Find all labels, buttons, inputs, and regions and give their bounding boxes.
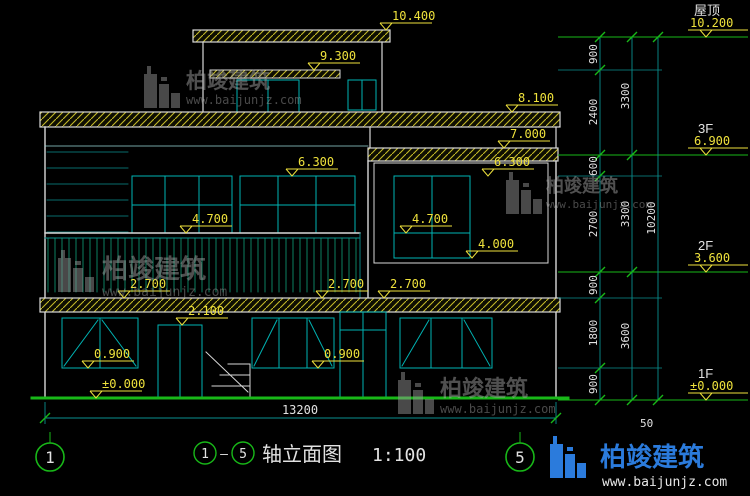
floor-value-roof: 10.200 (690, 16, 733, 30)
title-axis-from: 1 (201, 447, 209, 462)
elev-2700-b: 2.700 (328, 277, 364, 291)
roof-slab (39, 111, 561, 128)
chain-outer-3300a: 3300 (619, 83, 632, 110)
floor-label-2f: 2F (698, 238, 713, 253)
title-dash: — (220, 447, 228, 462)
chain-base-50: 50 (640, 417, 653, 430)
window-1f-left (61, 317, 139, 369)
title-scale: 1:100 (372, 445, 426, 466)
window-2f-middle (239, 175, 356, 234)
window-1f-right (399, 317, 493, 369)
floor-value-3f: 6.900 (694, 134, 730, 148)
title-name: 轴立面图 (262, 443, 342, 466)
watermark-brand: 柏竣建筑 (546, 175, 618, 196)
floor-label-1f: 1F (698, 366, 713, 381)
watermark-logo-icon (398, 372, 434, 414)
axis-bubble-left: 1 (45, 448, 55, 467)
window-2f-right-recess (373, 162, 549, 264)
title-axis-to: 5 (239, 447, 247, 462)
dimension-chain: 900 2400 600 2700 900 1800 900 3300 3300… (558, 31, 748, 430)
dim-13200: 13200 (282, 403, 318, 417)
watermark-brand: 柏竣建筑 (186, 69, 270, 93)
watermark-brand: 柏竣建筑 (440, 376, 528, 401)
elev-0000: ±0.000 (102, 377, 145, 391)
watermark-url: www.baijunjz.com (546, 198, 652, 211)
brand-name: 柏竣建筑 (600, 442, 704, 472)
elev-8100: 8.100 (518, 91, 554, 105)
elev-4700-left: 4.700 (192, 212, 228, 226)
brand-footer: 柏竣建筑 www.baijunjz.com (550, 436, 727, 490)
elev-4000: 4.000 (478, 237, 514, 251)
brand-logo-icon (550, 436, 586, 478)
elev-4700-right: 4.700 (412, 212, 448, 226)
floor-value-1f: ±0.000 (690, 379, 733, 393)
chain-inner-900b: 900 (587, 275, 600, 295)
elev-0900-mid: 0.900 (324, 347, 360, 361)
chain-inner-900c: 900 (587, 374, 600, 394)
watermark-url: www.baijunjz.com (186, 93, 302, 107)
entry-door (157, 324, 203, 398)
chain-inner-600: 600 (587, 156, 600, 176)
chain-outer-3300b: 3300 (619, 201, 632, 228)
elev-7000: 7.000 (510, 127, 546, 141)
elev-6300-right: 6.300 (494, 155, 530, 169)
floor-label-roof: 屋顶 (694, 3, 720, 18)
brand-url: www.baijunjz.com (602, 475, 727, 490)
floor-slab-2f (39, 297, 561, 313)
drawing-title: 1 — 5 轴立面图 1:100 (193, 441, 426, 466)
chain-inner-1800: 1800 (587, 320, 600, 347)
building-elevation (30, 29, 570, 400)
elevation-flags (81, 22, 558, 399)
window-1f-middle (251, 317, 335, 369)
axis-bubble-right: 5 (515, 448, 525, 467)
bottom-dimension: 13200 (39, 402, 562, 424)
watermark-bottom-mid: 柏竣建筑 www.baijunjz.com (398, 372, 556, 416)
elev-9300: 9.300 (320, 49, 356, 63)
watermark-url: www.baijunjz.com (440, 402, 556, 416)
balcony-railing (44, 232, 361, 299)
chain-inner-2700: 2700 (587, 211, 600, 238)
chain-outer-3600: 3600 (619, 323, 632, 350)
elevation-values: 10.400 9.300 8.100 7.000 6.300 6.300 4.7… (94, 9, 554, 391)
axis-bubbles: 1 5 (35, 432, 535, 472)
chain-total-10200: 10200 (645, 201, 658, 234)
elev-2700-c: 2.700 (390, 277, 426, 291)
elev-10400: 10.400 (392, 9, 435, 23)
wall-cladding (46, 151, 129, 233)
watermark-logo-icon (144, 66, 180, 108)
elev-2100: 2.100 (188, 304, 224, 318)
penthouse (192, 29, 391, 113)
watermark-url: www.baijunjz.com (102, 285, 227, 300)
chain-inner-2400: 2400 (587, 99, 600, 126)
floor-label-3f: 3F (698, 121, 713, 136)
elev-6300-left: 6.300 (298, 155, 334, 169)
watermark-mid-left: 柏竣建筑 www.baijunjz.com (58, 250, 227, 300)
elev-0900-left: 0.900 (94, 347, 130, 361)
watermark-top-left: 柏竣建筑 www.baijunjz.com (144, 66, 302, 108)
elev-2700-a: 2.700 (130, 277, 166, 291)
watermark-logo-icon (506, 172, 542, 214)
right-roof-band (367, 126, 559, 162)
watermark-right: 柏竣建筑 www.baijunjz.com (506, 172, 652, 214)
floor-markers: 屋顶 10.200 3F 6.900 2F 3.600 1F ±0.000 (688, 3, 748, 401)
watermark-brand: 柏竣建筑 (102, 254, 206, 284)
chain-inner-900a: 900 (587, 44, 600, 64)
floor-value-2f: 3.600 (694, 251, 730, 265)
entry-steps (203, 351, 251, 398)
outer-walls (44, 126, 557, 399)
